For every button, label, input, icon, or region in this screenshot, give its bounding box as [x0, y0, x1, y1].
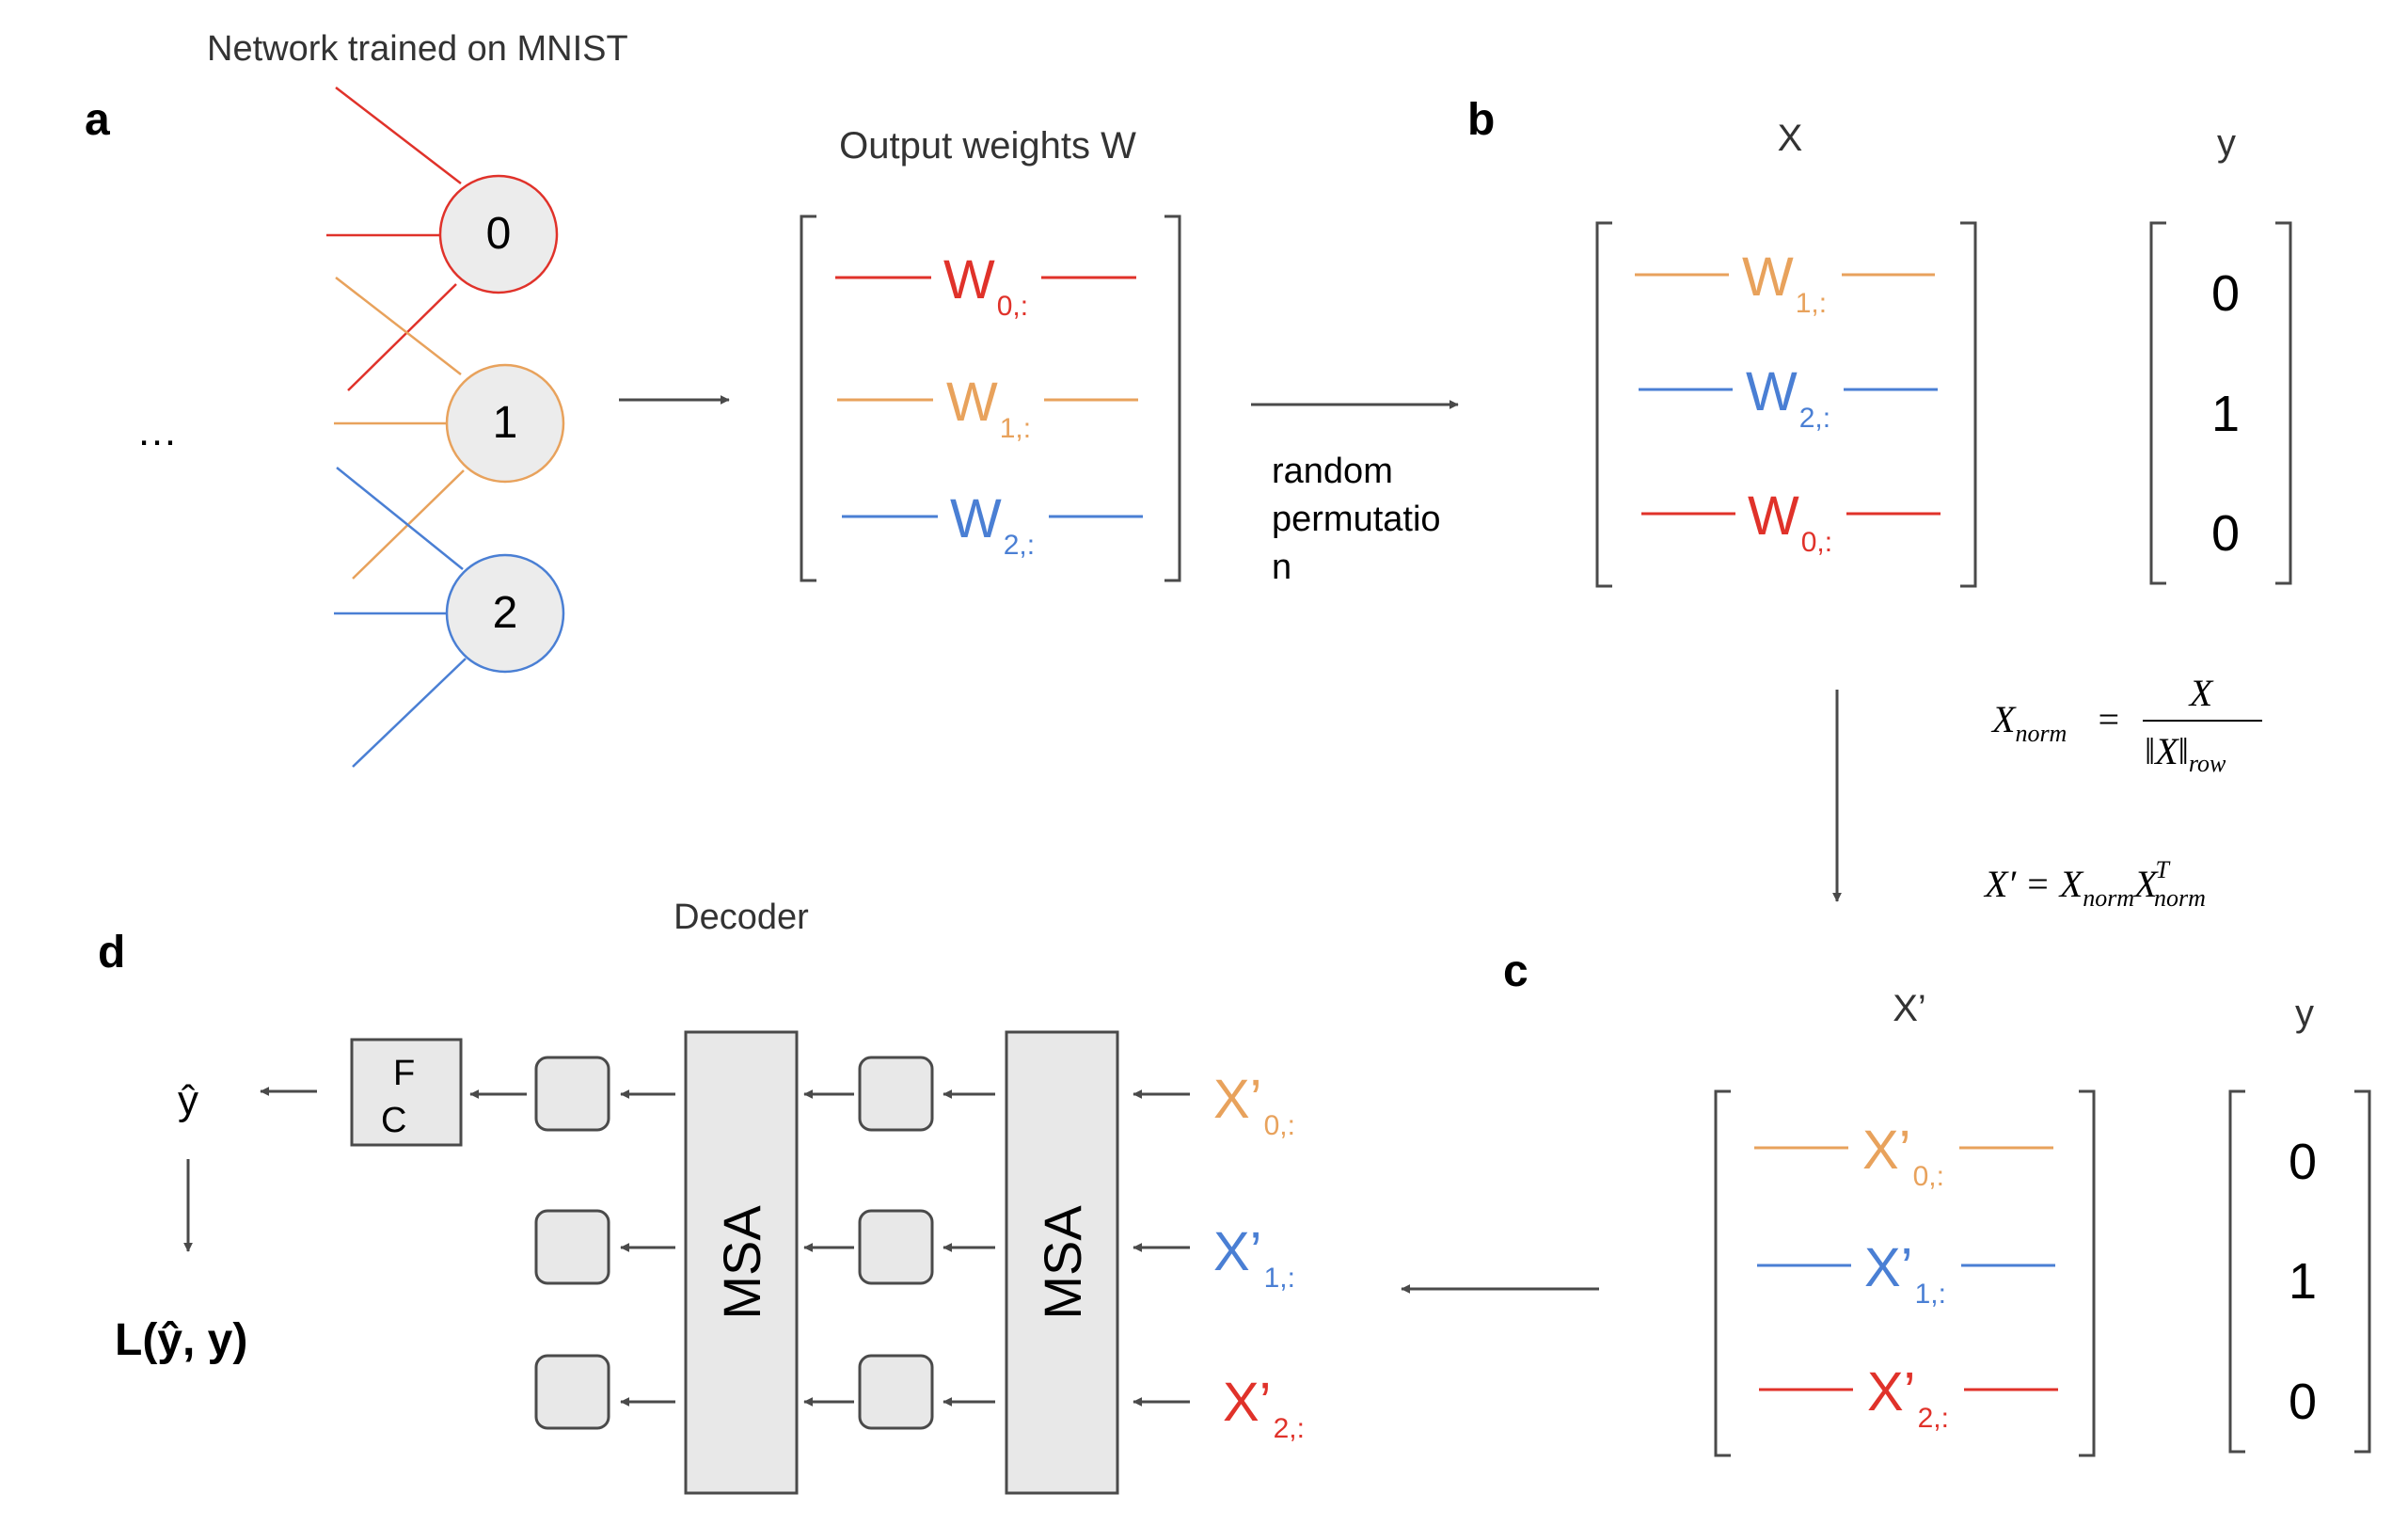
loss-label: L(ŷ, y) — [115, 1315, 247, 1365]
decoder-title: Decoder — [673, 898, 809, 937]
fc-block: F C — [350, 1038, 463, 1147]
vector-y2-left-bracket — [2228, 1089, 2245, 1454]
matrix-xprime-title: X’ — [1893, 988, 1926, 1029]
y-value-2: 0 — [2211, 505, 2240, 562]
matrix-x-right-bracket — [1960, 221, 1977, 588]
formula-norm-denominator: ‖X‖row — [2145, 730, 2226, 777]
x-row-0: W1,: — [1635, 246, 1935, 319]
token-box — [858, 1209, 934, 1285]
xprime-row-0-label: X’0,: — [1862, 1120, 1944, 1192]
msa-block-1: MSA — [684, 1030, 799, 1495]
matrix-w-left-bracket — [800, 215, 816, 582]
fc-label-c: C — [381, 1101, 406, 1140]
node-2-label: 2 — [493, 588, 518, 638]
node-1: 1 — [445, 363, 565, 484]
matrix-xprime-left-bracket — [1714, 1089, 1731, 1457]
w-row-1-label: W1,: — [946, 372, 1031, 444]
output-weights-title: Output weights W — [839, 125, 1136, 167]
formula-norm-lhs: Xnorm — [1990, 698, 2067, 747]
msa-1-label: MSA — [712, 1205, 771, 1320]
edge-red — [347, 283, 457, 391]
edge-orange — [335, 277, 462, 375]
vector-y-title: y — [2217, 122, 2236, 164]
y2-value-0: 0 — [2289, 1134, 2317, 1190]
xprime-row-1: X’1,: — [1757, 1237, 2055, 1310]
decoder-input-0: X’0,: — [1213, 1069, 1295, 1141]
token-box — [858, 1056, 934, 1132]
matrix-x-left-bracket — [1595, 221, 1612, 588]
decoder-arrows — [183, 1087, 1190, 1407]
edge-red — [335, 87, 462, 184]
x-row-1: W2,: — [1639, 361, 1938, 434]
w-row-0-label: W0,: — [943, 249, 1028, 322]
node-0-label: 0 — [486, 209, 512, 259]
w-row-2-label: W2,: — [950, 488, 1035, 561]
vector-y-left-bracket — [2149, 221, 2166, 585]
edge-blue — [336, 467, 464, 570]
panel-b: b X y W1,: W2,: W0,: 0 1 0 Xnorm = — [1467, 95, 2292, 912]
network-caption: Network trained on MNIST — [207, 29, 628, 69]
panel-d: d Decoder MSA MSA F C X’0,: X’1,: X’2,: — [98, 898, 1305, 1495]
decoder-input-2: X’2,: — [1223, 1372, 1305, 1444]
msa-block-2: MSA — [1005, 1030, 1119, 1495]
node-0: 0 — [438, 174, 559, 294]
token-box — [534, 1056, 610, 1132]
xprime-row-2: X’2,: — [1759, 1361, 2058, 1434]
vector-y2-title: y — [2295, 993, 2314, 1034]
vector-y-right-bracket — [2275, 221, 2292, 585]
y2-value-1: 1 — [2289, 1253, 2317, 1310]
panel-d-letter: d — [98, 928, 125, 978]
w-row-0: W0,: — [835, 249, 1136, 322]
panel-c: c X’ y X’0,: X’1,: X’2,: 0 1 0 — [1401, 946, 2371, 1457]
matrix-x-title: X — [1778, 118, 1803, 159]
y2-value-2: 0 — [2289, 1374, 2317, 1430]
panel-b-letter: b — [1467, 95, 1495, 145]
token-box — [534, 1354, 610, 1430]
xprime-row-0: X’0,: — [1754, 1120, 2053, 1192]
x-row-1-label: W2,: — [1746, 361, 1830, 434]
xprime-row-1-label: X’1,: — [1864, 1237, 1946, 1310]
w-row-2: W2,: — [842, 488, 1143, 561]
panel-a-letter: a — [85, 95, 110, 145]
y-value-1: 1 — [2211, 386, 2240, 442]
x-row-2-label: W0,: — [1748, 485, 1832, 558]
node-2: 2 — [445, 553, 565, 674]
formula-norm-numerator: X — [2188, 672, 2214, 714]
w-row-1: W1,: — [837, 372, 1138, 444]
token-box — [858, 1354, 934, 1430]
x-row-2: W0,: — [1641, 485, 1941, 558]
xprime-row-2-label: X’2,: — [1867, 1361, 1949, 1434]
matrix-w-right-bracket — [1164, 215, 1181, 582]
formula-norm-equals: = — [2096, 698, 2121, 740]
permutation-label: random permutatio n — [1272, 452, 1450, 587]
ellipsis: … — [136, 408, 178, 454]
node-1-label: 1 — [493, 398, 518, 448]
vector-y2-right-bracket — [2354, 1089, 2371, 1454]
network-edges — [326, 87, 467, 768]
x-row-0-label: W1,: — [1742, 246, 1827, 319]
msa-2-label: MSA — [1033, 1205, 1092, 1320]
y-value-0: 0 — [2211, 265, 2240, 322]
panel-a: a Network trained on MNIST … 0 1 2 — [85, 29, 1459, 768]
matrix-xprime-right-bracket — [2079, 1089, 2096, 1457]
decoder-input-1: X’1,: — [1213, 1221, 1295, 1294]
y-hat-label: ŷ — [178, 1077, 198, 1123]
token-box — [534, 1209, 610, 1285]
fc-label-f: F — [393, 1054, 415, 1093]
edge-blue — [352, 658, 467, 768]
panel-c-letter: c — [1503, 946, 1529, 996]
formula-normalize: Xnorm = X ‖X‖row — [1990, 672, 2262, 777]
